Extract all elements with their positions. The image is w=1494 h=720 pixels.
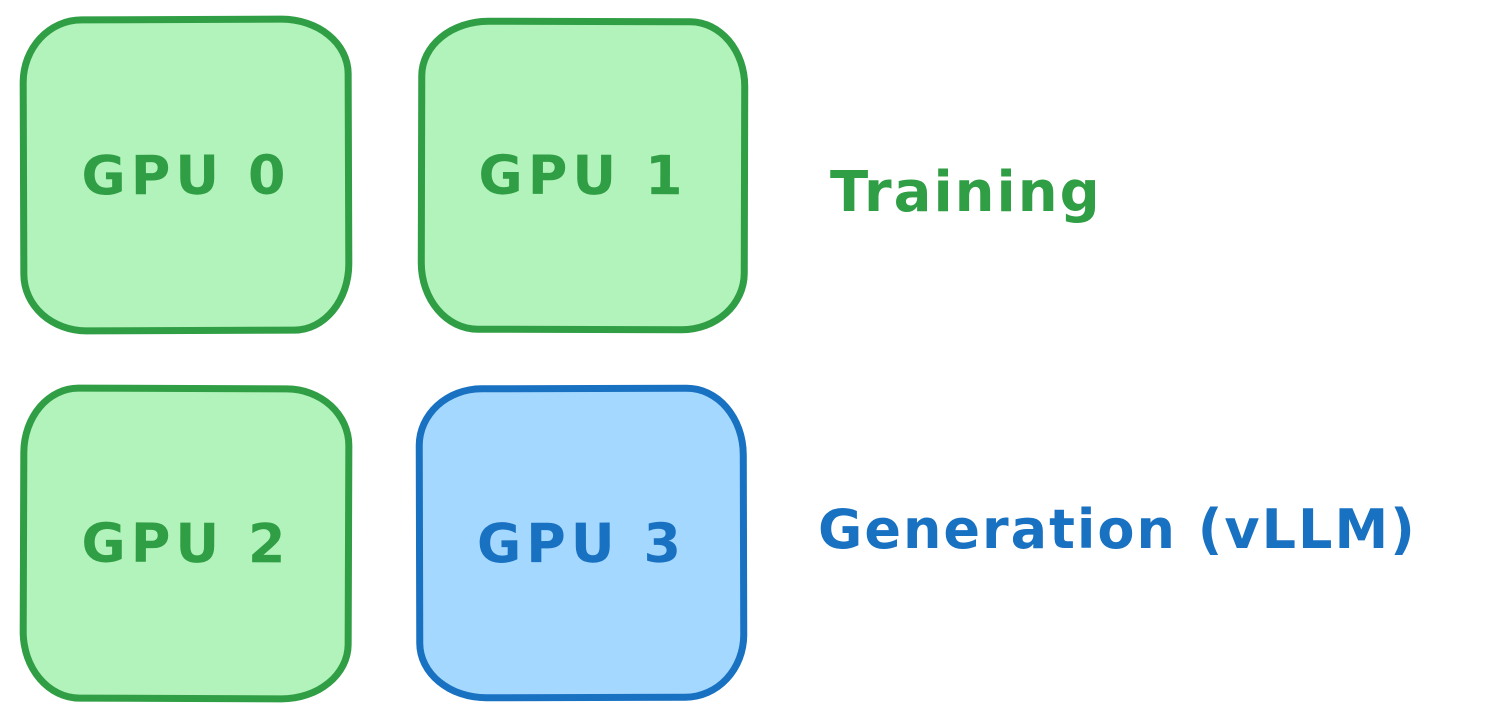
gpu-2-label: GPU 2 xyxy=(81,511,291,576)
gpu-2-box: GPU 2 xyxy=(19,384,353,703)
training-row-label: Training xyxy=(830,160,1102,225)
gpu-0-box: GPU 0 xyxy=(19,15,353,335)
generation-row-label: Generation (vLLM) xyxy=(818,498,1417,561)
gpu-3-label: GPU 3 xyxy=(476,511,687,575)
gpu-0-label: GPU 0 xyxy=(81,143,291,207)
gpu-1-label: GPU 1 xyxy=(478,143,688,208)
gpu-1-box: GPU 1 xyxy=(417,17,749,334)
gpu-3-box: GPU 3 xyxy=(415,384,748,702)
